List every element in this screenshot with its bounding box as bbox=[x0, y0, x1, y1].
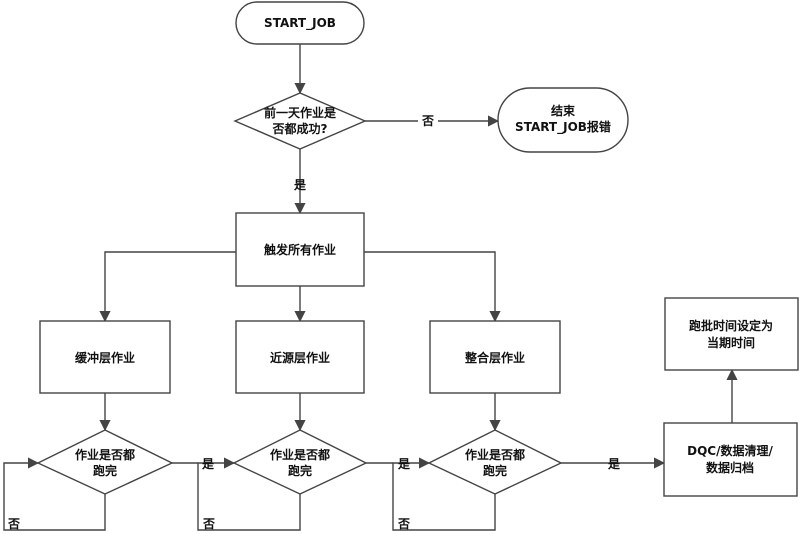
trigger-all-label: 触发所有作业 bbox=[264, 242, 336, 257]
label-integration-no: 否 bbox=[397, 517, 410, 531]
label-check-prev-no: 否 bbox=[421, 114, 434, 128]
edge-trigger-to-buffer bbox=[99, 251, 236, 323]
buffer-job-label: 缓冲层作业 bbox=[75, 350, 135, 365]
check-prev-decision: 前一天作业是 否都成功? bbox=[233, 92, 367, 150]
check-buffer-decision: 作业是否都 跑完 bbox=[36, 429, 174, 495]
edge-trigger-to-integration bbox=[364, 251, 501, 323]
dqc-label-line2: 数据归档 bbox=[706, 460, 754, 475]
label-near-no: 否 bbox=[202, 517, 215, 531]
near-source-job-box: 近源层作业 bbox=[235, 320, 365, 394]
set-time-box: 跑批时间设定为 当期时间 bbox=[664, 297, 799, 371]
dqc-box: DQC/数据清理/ 数据归档 bbox=[663, 422, 798, 497]
end-error-label-line2: START_JOB报错 bbox=[515, 119, 611, 135]
buffer-job-box: 缓冲层作业 bbox=[39, 320, 171, 394]
check-near-label-line2: 跑完 bbox=[288, 463, 312, 478]
check-prev-label-line2: 否都成功? bbox=[272, 121, 328, 136]
check-integration-decision: 作业是否都 跑完 bbox=[427, 429, 563, 495]
set-time-label-line1: 跑批时间设定为 bbox=[689, 318, 773, 333]
check-integration-label-line1: 作业是否都 bbox=[465, 447, 525, 462]
check-near-label-line1: 作业是否都 bbox=[270, 447, 330, 462]
near-source-job-label: 近源层作业 bbox=[270, 350, 330, 365]
start-label: START_JOB bbox=[264, 16, 336, 31]
label-integration-yes: 是 bbox=[607, 457, 621, 471]
trigger-all-box: 触发所有作业 bbox=[235, 212, 365, 287]
end-error-label-line1: 结束 bbox=[551, 103, 576, 118]
label-buffer-yes: 是 bbox=[201, 457, 215, 471]
set-time-label-line2: 当期时间 bbox=[707, 335, 755, 350]
check-integration-label-line2: 跑完 bbox=[483, 463, 507, 478]
integration-job-box: 整合层作业 bbox=[429, 320, 561, 394]
integration-job-label: 整合层作业 bbox=[464, 350, 525, 365]
label-check-prev-yes: 是 bbox=[293, 178, 307, 192]
end-error-terminator: 结束 START_JOB报错 bbox=[497, 87, 629, 153]
dqc-label-line1: DQC/数据清理/ bbox=[687, 443, 773, 458]
start-terminator: START_JOB bbox=[235, 1, 365, 45]
edge-integration-check-no-loop bbox=[392, 457, 496, 531]
edge-near-check-no-loop bbox=[197, 457, 301, 531]
check-buffer-label-line2: 跑完 bbox=[93, 463, 117, 478]
edge-buffer-check-no-loop bbox=[3, 457, 106, 531]
check-buffer-label-line1: 作业是否都 bbox=[75, 447, 135, 462]
label-buffer-no: 否 bbox=[7, 517, 20, 531]
check-near-decision: 作业是否都 跑完 bbox=[232, 429, 368, 495]
check-prev-label-line1: 前一天作业是 bbox=[264, 105, 337, 120]
label-near-yes: 是 bbox=[397, 457, 411, 471]
